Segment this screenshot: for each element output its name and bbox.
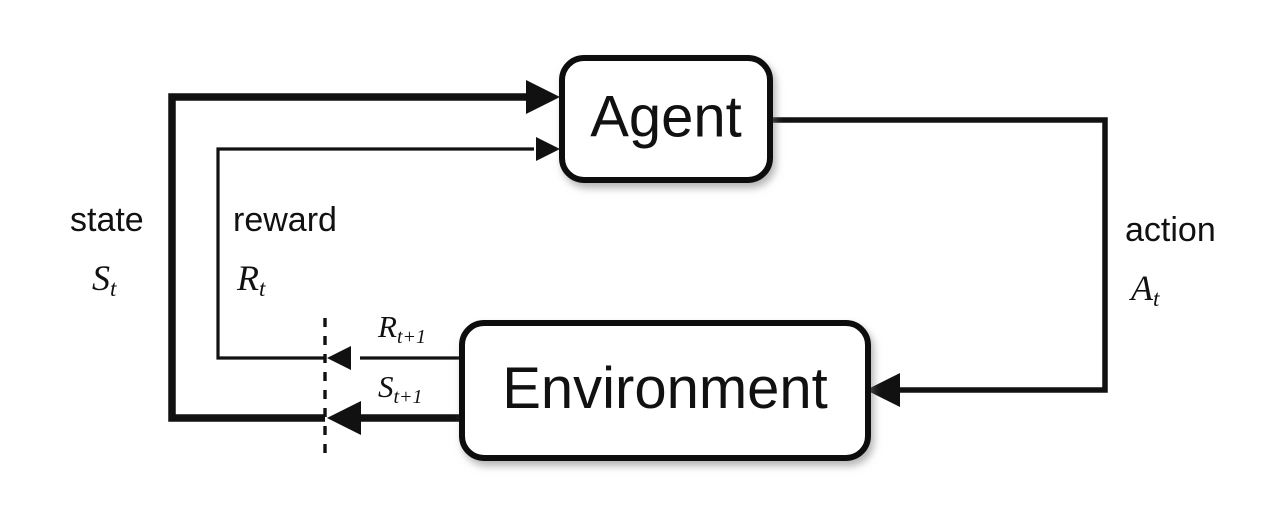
action-symbol-label: At (1129, 268, 1160, 311)
arrowhead-state-into-agent (526, 80, 560, 114)
state-next-label: St+1 (378, 369, 423, 407)
reward-symbol-subscript: t (259, 276, 266, 301)
agent-label: Agent (590, 84, 742, 149)
action-symbol-base: A (1129, 268, 1154, 308)
environment-box[interactable] (459, 320, 871, 461)
state-symbol-base: S (92, 258, 110, 298)
arrow-heads (327, 80, 900, 435)
action-symbol-subscript: t (1153, 286, 1160, 311)
state-word-label: state (70, 201, 144, 239)
agent-box[interactable] (559, 55, 773, 183)
flow-lines (168, 93, 1108, 422)
reward-symbol-label: Rt (236, 258, 266, 301)
action-path (770, 117, 1108, 393)
reward-next-subscript: t+1 (397, 326, 426, 348)
arrowhead-reward-into-agent (536, 137, 560, 161)
agent-node[interactable]: Agent (559, 55, 773, 183)
state-next-subscript: t+1 (394, 386, 423, 408)
state-feedback-path (168, 93, 528, 422)
reward-symbol-base: R (236, 258, 259, 298)
reward-next-label: Rt+1 (377, 309, 426, 347)
arrowhead-action-into-environment (866, 373, 900, 407)
state-symbol-label: St (92, 258, 117, 301)
reward-word-label: reward (233, 201, 337, 239)
action-word-label: action (1125, 211, 1216, 249)
state-next-base: S (378, 369, 394, 404)
arrowhead-state-to-boundary (327, 401, 361, 435)
environment-node[interactable]: Environment (459, 320, 871, 461)
state-symbol-subscript: t (110, 276, 117, 301)
edge-labels: state St reward Rt action At Rt+1 St+1 (70, 201, 1216, 408)
environment-label: Environment (502, 356, 828, 421)
reward-next-base: R (377, 309, 397, 344)
arrowhead-reward-to-boundary (327, 346, 351, 370)
reward-feedback-path (216, 147, 534, 360)
